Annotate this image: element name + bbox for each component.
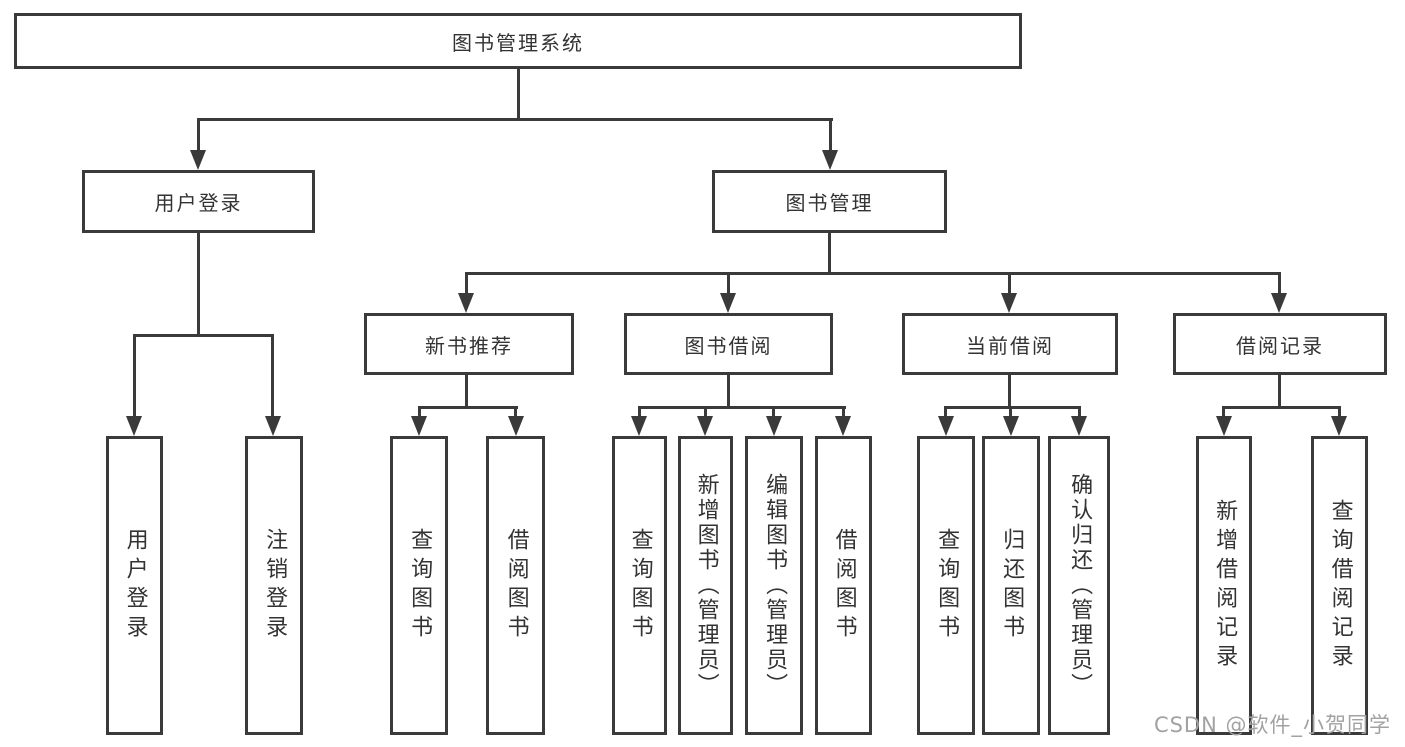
arrowhead <box>265 416 281 436</box>
line <box>1278 272 1281 296</box>
csdn-watermark: CSDN @软件_小贺同学 <box>1153 713 1391 737</box>
line <box>517 69 520 120</box>
leaf-query-books-borrow: 查询图书 <box>612 436 667 735</box>
line <box>944 406 1081 409</box>
arrowhead <box>766 416 782 436</box>
line <box>418 406 421 418</box>
node-user-login: 用户登录 <box>82 170 315 233</box>
arrowhead <box>190 150 206 170</box>
leaf-borrow-books-recommend-label: 借阅图书 <box>503 527 529 644</box>
node-current-borrow: 当前借阅 <box>902 313 1118 375</box>
line <box>197 233 200 336</box>
node-borrow-records: 借阅记录 <box>1173 313 1387 375</box>
node-book-borrow: 图书借阅 <box>624 313 833 375</box>
line <box>271 334 274 418</box>
leaf-edit-books-admin: 编辑图书（管理员） <box>745 436 803 735</box>
line <box>638 406 641 418</box>
line <box>465 375 468 408</box>
leaf-add-books-admin-label: 新增图书（管理员） <box>693 473 719 698</box>
arrowhead <box>1071 416 1087 436</box>
arrowhead <box>1216 416 1232 436</box>
arrowhead <box>1003 416 1019 436</box>
leaf-add-borrow-record-label: 新增借阅记录 <box>1212 498 1238 673</box>
line <box>1222 406 1225 418</box>
arrowhead <box>938 416 954 436</box>
node-new-book-recommend-label: 新书推荐 <box>425 333 513 358</box>
node-current-borrow-label: 当前借阅 <box>966 333 1054 358</box>
node-book-management: 图书管理 <box>712 170 947 233</box>
leaf-return-books: 归还图书 <box>982 436 1040 735</box>
leaf-logout-label: 注销登录 <box>262 527 288 644</box>
line <box>704 406 707 418</box>
line <box>1009 406 1012 418</box>
line <box>828 233 831 274</box>
arrowhead <box>1001 293 1017 313</box>
arrowhead <box>697 416 713 436</box>
leaf-query-books-current-label: 查询图书 <box>934 527 960 644</box>
line <box>1222 406 1340 409</box>
arrowhead <box>126 416 142 436</box>
leaf-query-books-recommend-label: 查询图书 <box>407 527 433 644</box>
arrowhead <box>720 293 736 313</box>
line <box>1338 406 1341 418</box>
line <box>465 272 468 296</box>
line <box>418 406 518 409</box>
leaf-borrow-books-label: 借阅图书 <box>831 527 857 644</box>
line <box>133 334 274 337</box>
leaf-add-borrow-record: 新增借阅记录 <box>1196 436 1252 735</box>
leaf-logout: 注销登录 <box>245 436 303 735</box>
node-user-login-label: 用户登录 <box>154 191 243 215</box>
line <box>944 406 947 418</box>
arrowhead <box>822 150 838 170</box>
line <box>1008 375 1011 408</box>
leaf-borrow-books: 借阅图书 <box>815 436 872 735</box>
arrowhead <box>508 416 524 436</box>
leaf-edit-books-admin-label: 编辑图书（管理员） <box>762 473 788 698</box>
node-book-management-label: 图书管理 <box>785 191 874 215</box>
leaf-query-borrow-record: 查询借阅记录 <box>1311 436 1368 735</box>
line <box>638 406 846 409</box>
line <box>842 406 845 418</box>
leaf-query-borrow-record-label: 查询借阅记录 <box>1327 498 1353 673</box>
leaf-user-login-label: 用户登录 <box>122 527 148 644</box>
line <box>1008 272 1011 296</box>
leaf-query-books-borrow-label: 查询图书 <box>627 527 653 644</box>
line <box>133 334 136 418</box>
line <box>727 272 730 296</box>
line <box>197 118 200 154</box>
node-root: 图书管理系统 <box>14 13 1022 69</box>
leaf-query-books-current: 查询图书 <box>917 436 975 735</box>
leaf-add-books-admin: 新增图书（管理员） <box>678 436 733 735</box>
leaf-confirm-return-admin-label: 确认归还（管理员） <box>1067 473 1093 698</box>
arrowhead <box>835 416 851 436</box>
arrowhead <box>1271 293 1287 313</box>
node-root-label: 图书管理系统 <box>452 30 584 55</box>
node-borrow-records-label: 借阅记录 <box>1236 333 1324 358</box>
arrowhead <box>458 293 474 313</box>
line <box>1278 375 1281 408</box>
line <box>829 118 832 154</box>
line <box>727 375 730 408</box>
leaf-confirm-return-admin: 确认归还（管理员） <box>1048 436 1110 735</box>
arrowhead <box>1331 416 1347 436</box>
line <box>197 118 833 121</box>
node-book-borrow-label: 图书借阅 <box>684 333 773 358</box>
leaf-query-books-recommend: 查询图书 <box>390 436 448 735</box>
leaf-user-login: 用户登录 <box>106 436 163 735</box>
leaf-borrow-books-recommend: 借阅图书 <box>486 436 545 735</box>
line <box>1078 406 1081 418</box>
line <box>772 406 775 418</box>
arrowhead <box>411 416 427 436</box>
line <box>514 406 517 418</box>
arrowhead <box>631 416 647 436</box>
node-new-book-recommend: 新书推荐 <box>364 313 574 375</box>
leaf-return-books-label: 归还图书 <box>999 527 1025 644</box>
line <box>465 272 1281 275</box>
